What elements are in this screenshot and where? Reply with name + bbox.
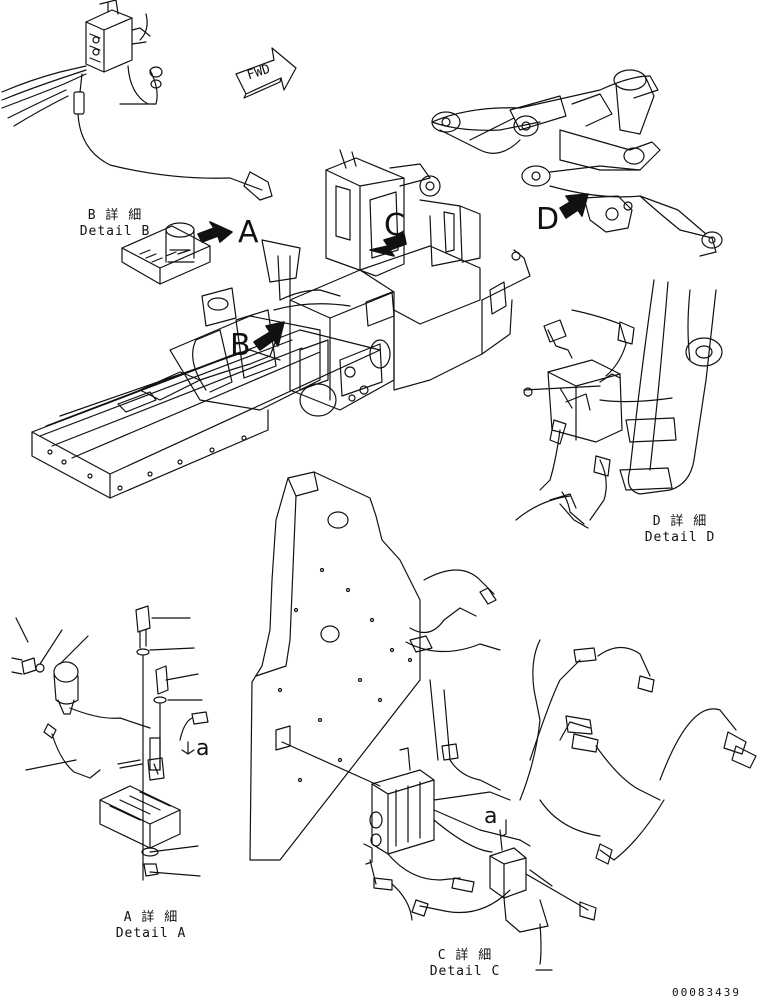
callout-a-sub-label: a: [196, 736, 210, 761]
detail-b-caption-jp: B 詳 細: [87, 208, 143, 223]
main-frame-drawing: [31, 149, 531, 499]
detail-a-drawing: [11, 605, 209, 881]
lift-arm-drawing: [431, 69, 723, 257]
fwd-arrow: [235, 47, 297, 99]
detail-d-caption-jp: D 詳 細: [652, 514, 708, 529]
callout-a-label: A: [238, 215, 259, 250]
detail-a-caption: A 詳 細 Detail A: [104, 910, 198, 942]
detail-b-part: [121, 222, 211, 285]
detail-c-caption-jp: C 詳 細: [437, 948, 493, 963]
detail-c-caption: C 詳 細 Detail C: [418, 948, 512, 980]
detail-c-drawing: [249, 471, 757, 971]
detail-a-caption-jp: A 詳 細: [123, 910, 179, 925]
detail-a-caption-en: Detail A: [115, 926, 187, 941]
detail-b-caption: B 詳 細 Detail B: [68, 208, 162, 240]
callout-b-label: B: [230, 328, 251, 363]
document-number: 00083439: [672, 986, 741, 999]
callout-c-sub-label: a: [484, 804, 498, 829]
detail-c-caption-en: Detail C: [429, 964, 501, 979]
detail-b-caption-en: Detail B: [79, 224, 151, 239]
callout-d-label: D: [536, 202, 560, 237]
detail-d-caption-en: Detail D: [644, 530, 716, 545]
detail-b-drawing: [1, 0, 273, 201]
detail-d-caption: D 詳 細 Detail D: [634, 514, 726, 546]
detail-d-drawing: [515, 279, 723, 529]
callout-c-label: C: [384, 208, 405, 243]
